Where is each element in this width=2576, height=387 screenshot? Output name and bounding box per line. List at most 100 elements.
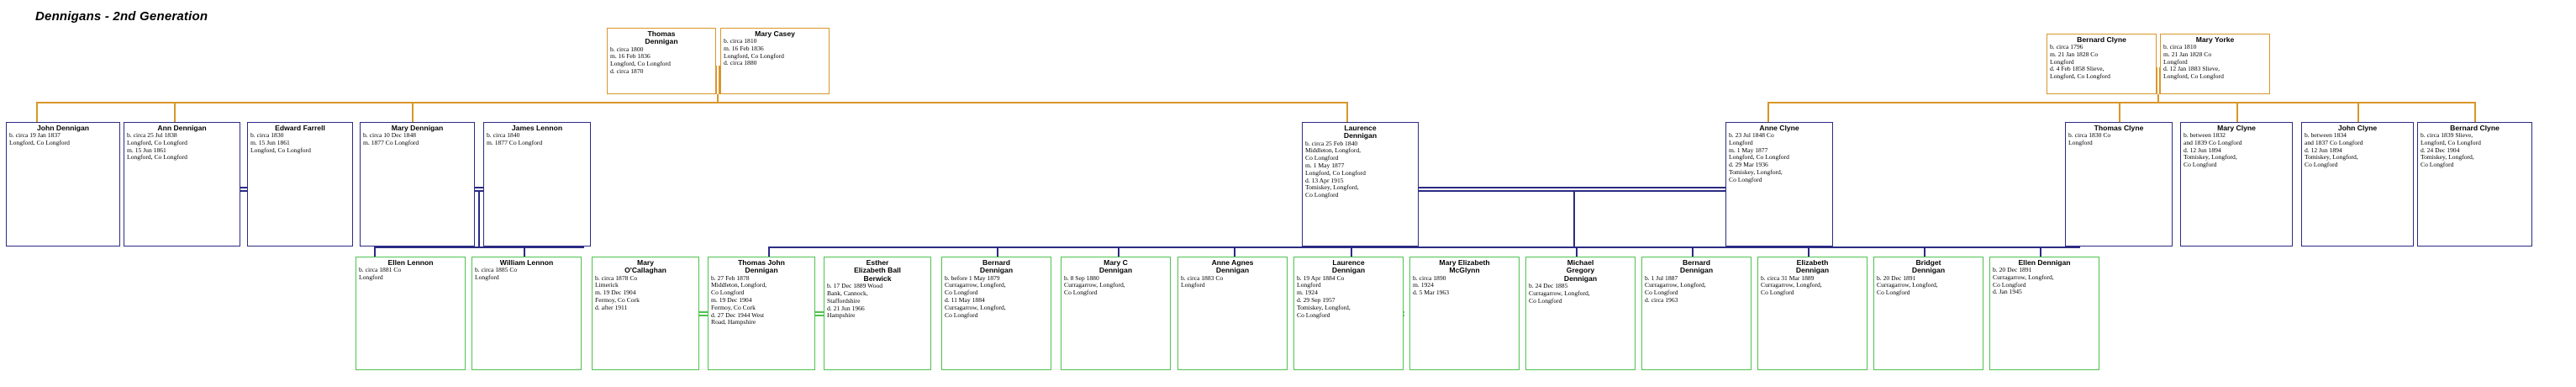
person-card-thomas-dennigan[interactable]: Thomas Dennigan b. circa 1800 m. 16 Feb … [607,28,716,94]
person-details: b. 24 Dec 1885 Curragarrow, Longford, Co… [1529,282,1590,305]
person-details: b. circa 10 Dec 1848 m. 1877 Co Longford [363,131,419,146]
connector-drop-ellen-lennon [374,247,376,257]
person-card-michael-gregory-dennigan[interactable]: Michael Gregory Dennigan b. 24 Dec 1885 … [1525,257,1636,370]
connector-drop-john-dennigan [36,102,38,122]
connector-sibling-bar-laurence-children [768,247,2080,248]
person-name: Elizabeth Dennigan [1795,257,1830,275]
connector-marriage-ann-edward [240,187,248,188]
person-details: b. circa 19 Jan 1837 Longford, Co Longfo… [9,131,70,146]
person-details: b. 8 Sep 1880 Curragarrow, Longford, Co … [1064,273,1125,297]
person-name: Bernard Dennigan [1679,257,1714,275]
page-title: Dennigans - 2nd Generation [35,9,208,24]
connector-sibling-bar-lennon [374,247,584,248]
person-details: b. circa 31 Mar 1889 Curragarrow, Longfo… [1761,273,1822,297]
person-card-mary-yorke[interactable]: Mary Yorke b. circa 1810 m. 21 Jan 1828 … [2160,34,2270,94]
connector-drop-laurence-dennigan [1346,102,1348,122]
person-name: Mary Elizabeth McGlynn [1439,257,1490,275]
person-card-edward-farrell[interactable]: Edward Farrell b. circa 1830 m. 15 Jun 1… [247,122,353,247]
person-details: b. circa 1810 m. 21 Jan 1828 Co Longford… [2163,43,2224,81]
person-card-laurence-dennigan[interactable]: Laurence Dennigan b. circa 25 Feb 1840 M… [1302,122,1419,247]
person-details: b. circa 1830 Co Longford [2068,131,2111,146]
person-details: b. circa 1890 m. 1924 d. 5 Mar 1963 [1413,273,1450,297]
connector-drop-laurence-dennigan-child [1351,247,1352,257]
person-card-thomas-john-dennigan[interactable]: Thomas John Dennigan b. 27 Feb 1878 Midd… [708,257,815,370]
person-card-john-clyne[interactable]: John Clyne b. between 1834 and 1837 Co L… [2301,122,2414,247]
connector-drop-anne-agnes-dennigan [1234,247,1235,257]
person-details: b. circa 1830 m. 15 Jun 1861 Longford, C… [250,131,311,154]
person-name: Laurence Dennigan [1343,123,1378,140]
person-card-john-dennigan[interactable]: John Dennigan b. circa 19 Jan 1837 Longf… [6,122,120,247]
person-card-james-lennon[interactable]: James Lennon b. circa 1840 m. 1877 Co Lo… [483,122,591,247]
person-card-bernard-dennigan-2[interactable]: Bernard Dennigan b. 1 Jul 1887 Curragarr… [1641,257,1752,370]
connector-drop-john-clyne [2357,102,2359,122]
connector-spine-clyne [2157,94,2159,103]
person-name: Esther Elizabeth Ball Berwick [854,257,901,283]
person-card-esther-elizabeth-ball-berwick[interactable]: Esther Elizabeth Ball Berwick b. 17 Dec … [824,257,931,370]
connector-drop-ellen-dennigan [2040,247,2041,257]
connector-drop-elizabeth-dennigan [1808,247,1810,257]
connector-drop-thomas-clyne [2119,102,2120,122]
person-card-mary-ocallaghan[interactable]: Mary O'Callaghan b. circa 1878 Co Limeri… [592,257,699,370]
person-card-ellen-dennigan[interactable]: Ellen Dennigan b. 20 Dec 1891 Curragarro… [1989,257,2099,370]
person-details: b. circa 1796 m. 21 Jan 1828 Co Longford… [2050,43,2110,81]
person-card-ellen-lennon[interactable]: Ellen Lennon b. circa 1881 Co Longford [356,257,466,370]
person-details: b. 27 Feb 1878 Middleton, Longford, Co L… [711,273,767,326]
person-card-bernard-clyne-2[interactable]: Bernard Clyne b. circa 1839 Slieve, Long… [2417,122,2532,247]
person-card-ann-dennigan[interactable]: Ann Dennigan b. circa 25 Jul 1838 Longfo… [124,122,240,247]
person-name: Edward Farrell [275,123,325,132]
person-card-mary-clyne[interactable]: Mary Clyne b. between 1832 and 1839 Co L… [2180,122,2293,247]
person-card-anne-agnes-dennigan[interactable]: Anne Agnes Dennigan b. circa 1883 Co Lon… [1177,257,1288,370]
connector-drop-mary-dennigan [412,102,414,122]
person-card-anne-clyne[interactable]: Anne Clyne b. 23 Jul 1848 Co Longford m.… [1725,122,1833,247]
person-details: b. circa 25 Feb 1840 Middleton, Longford… [1305,139,1366,199]
person-name: William Lennon [499,257,554,267]
person-name: Anne Agnes Dennigan [1211,257,1254,275]
person-details: b. 17 Dec 1889 Wood Bank, Cannock, Staff… [827,282,883,320]
person-card-thomas-clyne[interactable]: Thomas Clyne b. circa 1830 Co Longford [2065,122,2173,247]
person-details: b. 23 Jul 1848 Co Longford m. 1 May 1877… [1729,131,1789,183]
person-name: Mary C Dennigan [1098,257,1133,275]
connector-marriage-bernard-mary-yorke [2156,67,2157,94]
person-name: Anne Clyne [1759,123,1799,132]
person-name: Bernard Clyne [2077,34,2126,44]
person-name: Thomas John Dennigan [738,257,785,275]
person-card-bernard-clyne[interactable]: Bernard Clyne b. circa 1796 m. 21 Jan 18… [2047,34,2157,94]
connector-spine-laurence-children [1573,190,1575,247]
person-name: James Lennon [511,123,563,132]
person-details: b. 1 Jul 1887 Curragarrow, Longford, Co … [1645,273,1706,305]
person-card-mary-c-dennigan[interactable]: Mary C Dennigan b. 8 Sep 1880 Curragarro… [1061,257,1171,370]
person-details: b. circa 1878 Co Limerick m. 19 Dec 1904… [595,273,640,311]
person-details: b. 19 Apr 1884 Co Longford m. 1924 d. 29… [1297,273,1351,319]
connector-sibling-bar-dennigan [36,102,1348,103]
connector-drop-thomas-john-dennigan [768,247,770,257]
connector-drop-bernard-dennigan-2 [1692,247,1694,257]
person-card-mary-elizabeth-mcglynn[interactable]: Mary Elizabeth McGlynn b. circa 1890 m. … [1409,257,1520,370]
person-name: Mary O'Callaghan [624,257,666,275]
person-details: b. between 1834 and 1837 Co Longford d. … [2305,131,2363,169]
connector-drop-william-lennon [524,247,525,257]
connector-drop-bernard-clyne-2 [2474,102,2476,122]
person-name: Thomas Clyne [2094,123,2144,132]
connector-marriage-thomas-john-esther-2 [814,315,824,316]
person-details: b. circa 1881 Co Longford [359,266,402,281]
person-card-bridget-dennigan[interactable]: Bridget Dennigan b. 20 Dec 1891 Curragar… [1873,257,1983,370]
person-name: Mary Yorke [2195,34,2235,44]
person-card-bernard-dennigan[interactable]: Bernard Dennigan b. before 1 May 1879 Cu… [941,257,1051,370]
connector-drop-bridget-dennigan [1924,247,1925,257]
connector-marriage-laurence-anne [1419,187,1729,188]
connector-drop-michael-gregory-dennigan [1576,247,1578,257]
person-name: Mary Clyne [2217,123,2256,132]
person-details: b. circa 1810 m. 16 Feb 1836 Longford, C… [724,37,784,67]
person-name: John Dennigan [36,123,90,132]
person-details: b. circa 1885 Co Longford [475,266,518,281]
person-card-mary-casey[interactable]: Mary Casey b. circa 1810 m. 16 Feb 1836 … [720,28,830,94]
person-card-william-lennon[interactable]: William Lennon b. circa 1885 Co Longford [471,257,582,370]
person-name: Mary Dennigan [391,123,444,132]
person-card-laurence-dennigan-child[interactable]: Laurence Dennigan b. 19 Apr 1884 Co Long… [1293,257,1404,370]
person-card-mary-dennigan[interactable]: Mary Dennigan b. circa 10 Dec 1848 m. 18… [360,122,475,247]
person-card-elizabeth-dennigan[interactable]: Elizabeth Dennigan b. circa 31 Mar 1889 … [1757,257,1867,370]
connector-drop-mary-c-dennigan [1118,247,1119,257]
connector-sibling-bar-clyne [1767,102,2476,103]
person-name: Laurence Dennigan [1331,257,1366,275]
person-details: b. circa 1883 Co Longford [1181,273,1224,289]
